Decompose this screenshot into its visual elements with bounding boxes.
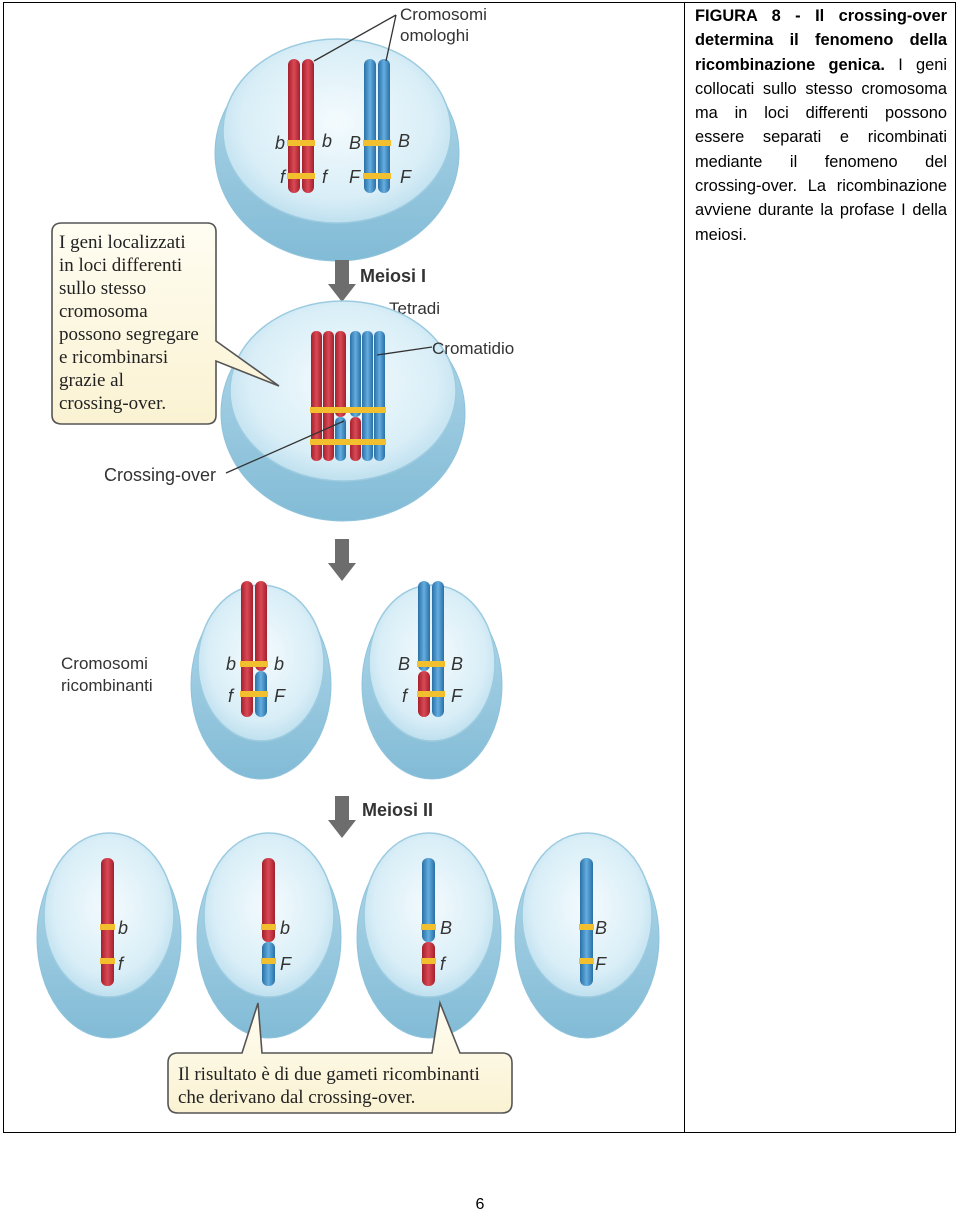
allele-b: b [118, 918, 128, 938]
tetrad-blue [350, 331, 385, 461]
allele-B: B [398, 654, 410, 674]
note-bottom-line: Il risultato è di due gameti ricombinant… [178, 1064, 480, 1085]
allele-B: B [451, 654, 463, 674]
allele-F: F [274, 686, 286, 706]
meiosis-1-label: Meiosi I [360, 266, 426, 286]
allele-F: F [280, 954, 292, 974]
arrow-down-icon [328, 539, 356, 581]
arrow-down-icon [328, 260, 356, 302]
allele-B: B [398, 131, 410, 151]
note-left-line: sullo stesso [59, 278, 146, 299]
allele-F: F [400, 167, 412, 187]
allele-F: F [349, 167, 361, 187]
note-bottom-line: che derivano dal crossing-over. [178, 1087, 415, 1108]
caption-title: FIGURA 8 - Il crossing-over determina il… [695, 7, 947, 74]
allele-b: b [275, 133, 285, 153]
meiosis-2-label: Meiosi II [362, 800, 433, 820]
tetrads-label: Tetradi [389, 299, 440, 318]
allele-b: b [280, 918, 290, 938]
page-number: 6 [475, 1196, 485, 1213]
gamete-cell-4 [514, 832, 660, 1039]
recombinant-chromosomes-label-line2: ricombinanti [61, 676, 153, 695]
gamete-cell-2 [196, 832, 342, 1039]
allele-f: f [280, 167, 287, 187]
caption-text: I geni collocati sullo stesso cromosoma … [695, 55, 947, 244]
recombinant-chromosomes-label: Cromosomi [61, 654, 148, 673]
arrow-down-icon [328, 796, 356, 838]
red-homolog [287, 59, 315, 193]
note-box-bottom [167, 1000, 513, 1114]
gamete-cell-3 [356, 832, 502, 1039]
homologous-chromosomes-label: Cromosomi [400, 5, 487, 24]
cell-homologous [214, 38, 460, 262]
figure-caption: FIGURA 8 - Il crossing-over determina il… [695, 4, 947, 247]
allele-B: B [349, 133, 361, 153]
allele-b: b [274, 654, 284, 674]
note-left-line: cromosoma [59, 301, 148, 322]
blue-homolog [363, 59, 391, 193]
note-left-line: I geni localizzati [59, 232, 186, 253]
chromatid-label: Cromatidio [432, 339, 514, 358]
allele-f: f [118, 954, 125, 974]
note-left-line: grazie al [59, 370, 124, 391]
crossing-over-label: Crossing-over [104, 465, 216, 485]
note-box-left [51, 222, 280, 425]
column-divider [684, 2, 685, 1133]
crossing-over-figure: b b f f B B F F Cromosomi omologhi Meios… [4, 3, 684, 1132]
note-left-line: in loci differenti [59, 255, 182, 276]
allele-B: B [595, 918, 607, 938]
allele-F: F [451, 686, 463, 706]
recombinant-chromosome-red [240, 581, 268, 717]
homologous-chromosomes-label-line2: omologhi [400, 26, 469, 45]
recombinant-chromosome-blue [417, 581, 445, 717]
gamete-cell-1 [36, 832, 182, 1039]
table-frame [3, 2, 956, 1133]
note-left-line: possono segregare [59, 324, 199, 345]
allele-f: f [322, 167, 329, 187]
allele-B: B [440, 918, 452, 938]
allele-b: b [322, 131, 332, 151]
allele-b: b [226, 654, 236, 674]
allele-f: f [402, 686, 409, 706]
allele-f: f [440, 954, 447, 974]
allele-f: f [228, 686, 235, 706]
tetrad-red [311, 331, 346, 461]
note-left-line: crossing-over. [59, 393, 166, 414]
note-left-line: e ricombinarsi [59, 347, 168, 368]
allele-F: F [595, 954, 607, 974]
